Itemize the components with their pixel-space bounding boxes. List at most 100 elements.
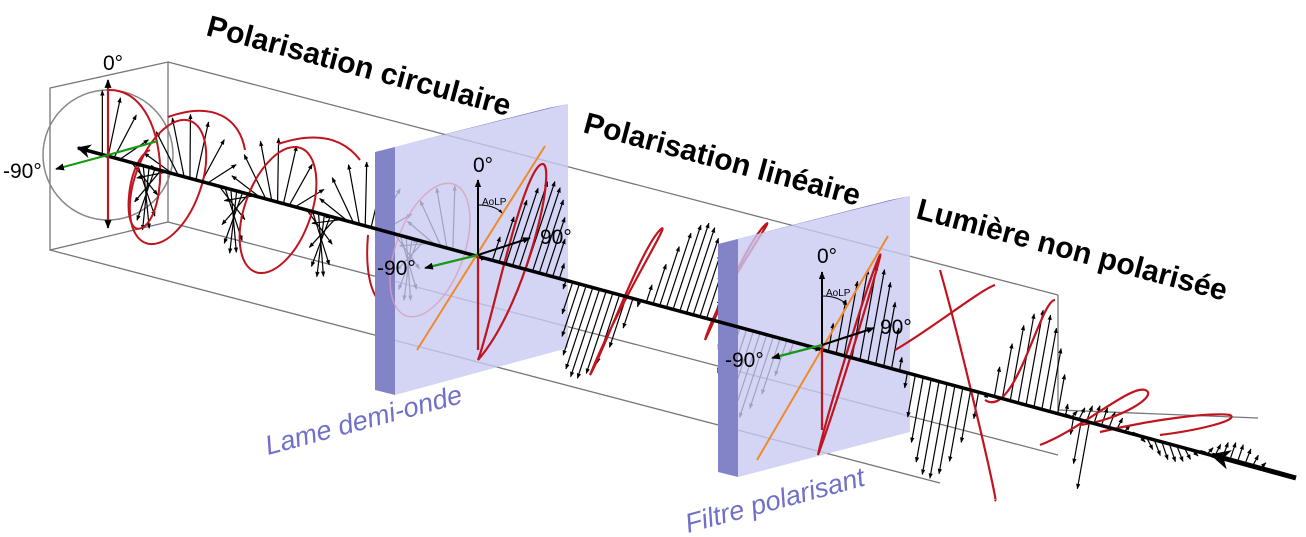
field-vector-arrow xyxy=(511,187,539,266)
title-circular: Polarisation circulaire xyxy=(203,10,514,123)
field-vector-arrow xyxy=(1093,405,1101,424)
field-vector-arrow xyxy=(1009,324,1026,401)
field-vector-arrow xyxy=(1100,407,1109,426)
field-vector-arrow xyxy=(155,131,179,176)
field-vector-arrow xyxy=(890,327,901,369)
field-vector-arrow xyxy=(1033,314,1052,408)
field-vector-arrow xyxy=(910,377,924,444)
field-vector-arrow xyxy=(827,322,835,352)
plate2-angle-right: 90° xyxy=(880,316,912,339)
field-vector-arrow xyxy=(867,269,886,363)
field-vector-arrow xyxy=(545,216,566,276)
field-vector-arrow xyxy=(699,253,721,317)
field-vector-arrow xyxy=(898,356,904,371)
title-unpolarized: Lumière non polarisée xyxy=(913,193,1231,308)
field-vector-arrow xyxy=(119,139,149,160)
field-vector-arrow xyxy=(948,387,964,462)
field-vector-arrow xyxy=(143,152,173,175)
field-vector-arrow xyxy=(221,193,249,226)
field-vector-arrow xyxy=(570,289,601,378)
field-vector-arrow xyxy=(903,372,908,389)
plate1-axes xyxy=(416,145,546,351)
field-vector-arrow xyxy=(1041,327,1058,410)
propagation-axis xyxy=(76,144,1296,480)
field-vector-arrow xyxy=(692,237,720,316)
field-vector-arrow xyxy=(282,145,298,204)
field-vector-arrow xyxy=(1168,443,1176,463)
half-wave-plate xyxy=(375,104,568,395)
field-vector-arrow xyxy=(659,246,680,306)
field-vector-arrow xyxy=(1176,445,1184,462)
field-vector-arrow xyxy=(906,374,916,418)
field-vector-arrow xyxy=(652,263,667,305)
left-angle-top: 0° xyxy=(103,52,123,75)
field-vector-arrow xyxy=(921,381,940,475)
field-vector-arrow xyxy=(188,113,193,179)
field-vector-arrow xyxy=(223,195,255,202)
field-vector-arrow xyxy=(1049,347,1063,412)
left-frame-axes xyxy=(55,79,159,229)
field-vector-arrow xyxy=(665,232,692,308)
field-vector-arrow xyxy=(347,164,360,225)
field-vector-arrow xyxy=(308,217,337,248)
plate2-caption: Filtre polarisant xyxy=(682,462,869,537)
field-vector-arrow xyxy=(562,285,587,356)
field-vector-arrow xyxy=(223,192,244,244)
field-vector-arrow xyxy=(315,214,325,278)
field-vector-arrow xyxy=(134,170,162,203)
field-vector-arrow xyxy=(319,198,349,222)
field-vector-arrow xyxy=(622,298,634,329)
incoming-light-arrow xyxy=(1210,450,1297,481)
field-vector-arrow xyxy=(107,97,122,157)
field-vector-arrow xyxy=(1072,419,1083,465)
field-vector-arrow xyxy=(228,190,238,254)
field-vector-arrow xyxy=(288,163,313,206)
field-vector-arrow xyxy=(311,218,342,225)
field-vector-arrow xyxy=(565,287,594,370)
plate1-angle-right: 90° xyxy=(540,226,572,249)
field-vector-arrow xyxy=(1078,407,1086,420)
field-vector-arrow xyxy=(243,154,267,200)
field-vector-arrow xyxy=(518,181,549,268)
field-vector-arrow xyxy=(679,222,710,312)
field-vector-arrow xyxy=(140,167,150,231)
field-vector-arrow xyxy=(1057,373,1066,414)
field-vector-arrow xyxy=(561,281,574,315)
field-vector-arrow xyxy=(1108,411,1116,428)
plate1-caption: Lame demi-onde xyxy=(262,379,465,460)
field-vector-arrow xyxy=(231,175,261,198)
field-vector-arrow xyxy=(505,199,528,265)
field-vector-arrow xyxy=(883,301,897,367)
circular-wave-helix xyxy=(107,88,389,309)
field-vector-arrow xyxy=(972,392,980,420)
field-vector-arrow xyxy=(136,171,167,180)
field-vector-arrow xyxy=(576,291,607,379)
field-vector-arrow xyxy=(136,168,156,221)
field-vector-arrow xyxy=(914,379,932,463)
field-vector-arrow xyxy=(1076,422,1090,490)
plate2-axes xyxy=(756,235,889,461)
field-vector-arrow xyxy=(538,199,564,274)
field-vector-arrow xyxy=(171,117,185,177)
plate2-angle-name: AoLP xyxy=(826,288,851,299)
field-vector-arrow xyxy=(1153,439,1161,457)
polarizing-filter xyxy=(718,196,910,477)
field-vector-arrow xyxy=(645,284,653,303)
unpolarized-wave-envelope xyxy=(816,253,1233,502)
field-vector-arrow xyxy=(195,121,210,181)
field-vector-arrow xyxy=(685,227,716,314)
field-vector-arrow xyxy=(331,177,355,223)
field-vector-arrow xyxy=(928,383,948,479)
field-vector-arrow xyxy=(1069,417,1075,436)
field-vector-arrow xyxy=(993,366,1001,397)
field-vector-arrow xyxy=(531,187,561,272)
left-angle-left: -90° xyxy=(3,160,42,183)
field-vector-arrow xyxy=(1025,309,1045,406)
field-vector-arrow xyxy=(201,139,225,182)
field-vector-arrow xyxy=(561,283,580,337)
plate1-angle-left: -90° xyxy=(377,257,416,280)
plate1-angle-name: AoLP xyxy=(482,197,507,208)
field-vector-arrow xyxy=(1001,343,1014,399)
field-vector-arrow xyxy=(294,188,325,208)
field-vector-arrow xyxy=(1161,441,1169,461)
